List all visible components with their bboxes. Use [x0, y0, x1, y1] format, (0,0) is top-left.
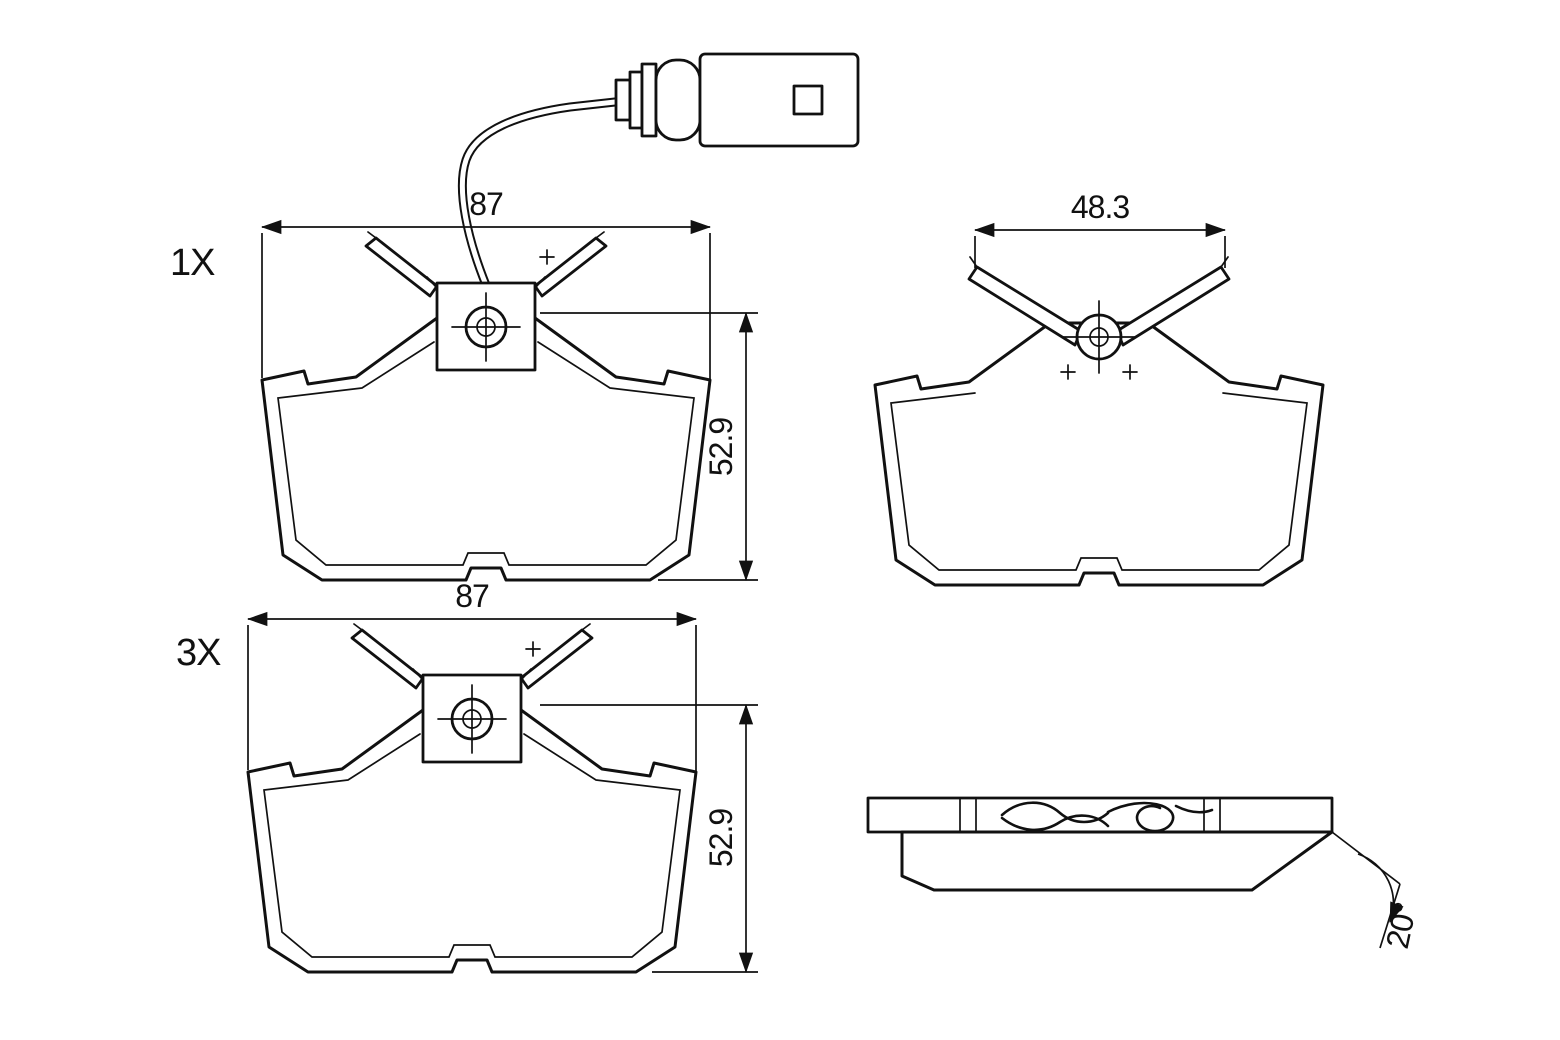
backplate-tab-lines	[959, 797, 1221, 833]
brake-pad-front-sensor	[260, 230, 712, 582]
quantity-label-3x: 3X	[176, 632, 221, 674]
angle-annotation: 20°	[1331, 831, 1424, 952]
brake-pad-rear	[873, 255, 1325, 587]
dimension-width-bottom: 87	[246, 578, 698, 775]
clip-end	[1174, 804, 1214, 814]
dim-87-top: 87	[469, 186, 503, 222]
wear-sensor-wire	[457, 96, 629, 290]
connector-collar-2	[640, 62, 658, 138]
extension-lines	[974, 236, 1226, 268]
dim-87-bottom: 87	[455, 578, 489, 614]
connector-collar-1	[628, 70, 644, 130]
dimension-height-bottom: 52.9	[540, 703, 758, 974]
sensor-wire-core	[459, 98, 627, 288]
dimension-height-top: 52.9	[540, 311, 758, 582]
clip-wave-bottom	[1000, 814, 1110, 832]
view-rear: 48.3	[873, 189, 1325, 587]
dim-angle-20: 20°	[1379, 900, 1424, 952]
dimension-center-span: 48.3	[973, 189, 1227, 268]
sensor-connector	[614, 52, 860, 148]
dimension-width-top: 87	[260, 186, 712, 383]
extension-lines	[247, 625, 697, 775]
view-front-with-sensor: 87 52.9 1X	[170, 52, 860, 582]
dim-48-3: 48.3	[1071, 189, 1129, 225]
connector-pin	[614, 78, 632, 122]
connector-barrel	[654, 58, 702, 142]
clip-wave-top	[1000, 801, 1110, 824]
connector-latch-hole	[792, 84, 824, 116]
quantity-label-1x: 1X	[170, 242, 215, 284]
dim-52-9-bottom: 52.9	[703, 809, 739, 867]
clip-spiral	[1106, 801, 1175, 833]
backplate-side	[866, 796, 1334, 834]
angle-arc	[1357, 853, 1404, 923]
dim-52-9-top: 52.9	[703, 418, 739, 476]
retaining-clip	[1000, 801, 1214, 833]
brake-pad-front-plain	[246, 622, 698, 974]
connector-housing	[698, 52, 860, 148]
friction-wedge	[900, 830, 1334, 892]
view-front-plain: 87 52.9 3X	[176, 578, 758, 974]
extension-lines	[261, 233, 711, 383]
view-side-profile: 20°	[866, 796, 1424, 952]
